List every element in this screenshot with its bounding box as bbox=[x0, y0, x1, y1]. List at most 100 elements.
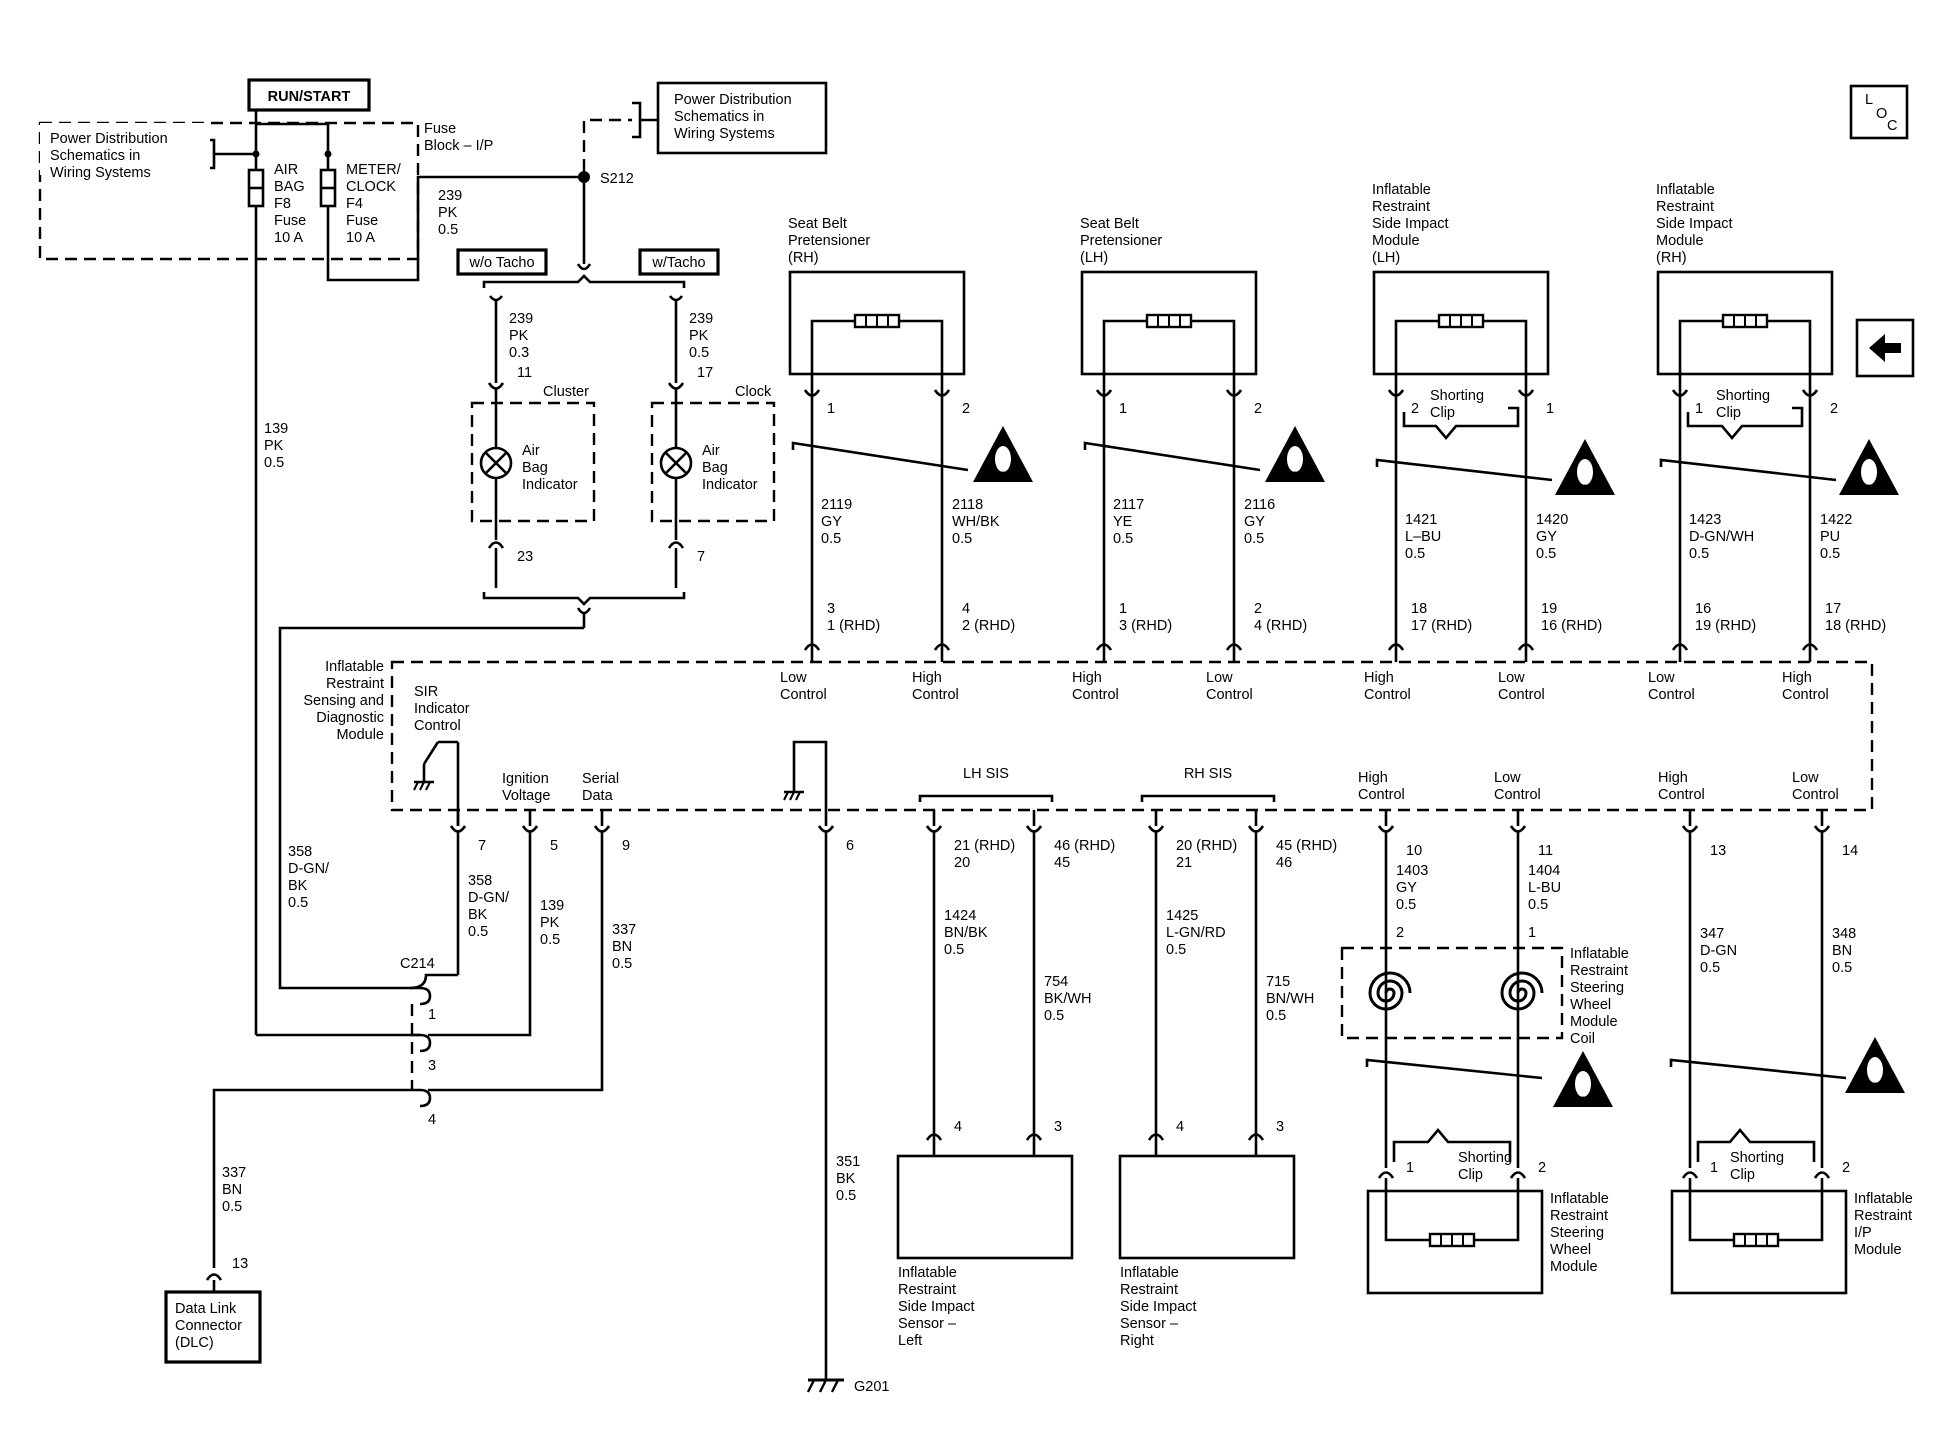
svg-text:0.5: 0.5 bbox=[288, 895, 308, 911]
svg-text:0.5: 0.5 bbox=[1536, 546, 1556, 562]
svg-text:Connector: Connector bbox=[175, 1318, 242, 1334]
pin-label: 1 bbox=[1406, 1160, 1414, 1176]
svg-text:Restraint: Restraint bbox=[326, 676, 384, 692]
wire-358-left: 358 D-GN/ BK 0.5 bbox=[288, 844, 330, 911]
pin-label: 4 bbox=[1176, 1119, 1184, 1135]
svg-text:Module: Module bbox=[1854, 1242, 1902, 1258]
svg-text:RH SIS: RH SIS bbox=[1184, 766, 1232, 782]
svg-text:GY: GY bbox=[1536, 529, 1557, 545]
svg-text:High: High bbox=[1782, 670, 1812, 686]
svg-text:BK/WH: BK/WH bbox=[1044, 991, 1092, 1007]
svg-text:Clip: Clip bbox=[1458, 1167, 1483, 1183]
svg-text:46: 46 bbox=[1276, 855, 1292, 871]
pin-label: 10 bbox=[1406, 843, 1422, 859]
warning-icon bbox=[1839, 439, 1899, 495]
sensing-diagnostic-module bbox=[390, 660, 1874, 812]
svg-text:High: High bbox=[1658, 770, 1688, 786]
svg-text:20: 20 bbox=[954, 855, 970, 871]
svg-text:0.3: 0.3 bbox=[509, 345, 529, 361]
svg-text:Module: Module bbox=[1550, 1259, 1598, 1275]
svg-text:0.5: 0.5 bbox=[1044, 1008, 1064, 1024]
pin-label: 3 bbox=[1054, 1119, 1062, 1135]
svg-text:19: 19 bbox=[1541, 601, 1557, 617]
g201-label: G201 bbox=[854, 1379, 889, 1395]
sdm-top-pin-3: 31 (RHD) bbox=[827, 601, 880, 634]
svg-text:PK: PK bbox=[689, 328, 709, 344]
svg-text:Module: Module bbox=[336, 727, 384, 743]
svg-text:F8: F8 bbox=[274, 196, 291, 212]
svg-text:Steering: Steering bbox=[1570, 980, 1624, 996]
svg-text:3 (RHD): 3 (RHD) bbox=[1119, 618, 1172, 634]
svg-text:Inflatable: Inflatable bbox=[325, 659, 384, 675]
svg-text:WH/BK: WH/BK bbox=[952, 514, 1000, 530]
svg-text:348: 348 bbox=[1832, 926, 1856, 942]
side-impact-sensor-left bbox=[896, 1154, 1074, 1260]
air-bag-indicator-icon-2 bbox=[659, 446, 693, 480]
sw-module-label: Inflatable Restraint Steering Wheel Modu… bbox=[1550, 1191, 1609, 1275]
svg-text:46 (RHD): 46 (RHD) bbox=[1054, 838, 1115, 854]
run-start-box bbox=[247, 78, 371, 112]
svg-text:Serial: Serial bbox=[582, 771, 619, 787]
svg-text:BK: BK bbox=[836, 1171, 856, 1187]
svg-text:0.5: 0.5 bbox=[1166, 942, 1186, 958]
svg-text:Indicator: Indicator bbox=[414, 701, 470, 717]
svg-text:Bag: Bag bbox=[522, 460, 548, 476]
pin-label: 1 bbox=[1119, 401, 1127, 417]
svg-text:PK: PK bbox=[540, 915, 560, 931]
pin-label: 1 bbox=[1710, 1160, 1718, 1176]
svg-text:358: 358 bbox=[468, 873, 492, 889]
svg-text:Indicator: Indicator bbox=[702, 477, 758, 493]
wire-337-dlc: 337 BN 0.5 bbox=[222, 1165, 246, 1215]
data-link-connector bbox=[164, 1290, 262, 1364]
svg-text:Fuse: Fuse bbox=[346, 213, 378, 229]
svg-text:Pretensioner: Pretensioner bbox=[788, 233, 870, 249]
svg-text:Voltage: Voltage bbox=[502, 788, 550, 804]
shorting-clip-ip: Shorting Clip bbox=[1730, 1150, 1784, 1183]
svg-text:18: 18 bbox=[1411, 601, 1427, 617]
svg-text:Fuse: Fuse bbox=[274, 213, 306, 229]
pin-label: 14 bbox=[1842, 843, 1858, 859]
svg-text:Seat Belt: Seat Belt bbox=[1080, 216, 1139, 232]
pin-label: 1 bbox=[428, 1007, 436, 1023]
svg-text:715: 715 bbox=[1266, 974, 1290, 990]
svg-text:Wheel: Wheel bbox=[1550, 1242, 1591, 1258]
shorting-clip-sim-rh: Shorting Clip bbox=[1716, 388, 1770, 421]
indicator-label-cluster: Air Bag Indicator bbox=[522, 443, 578, 493]
svg-text:0.5: 0.5 bbox=[438, 222, 458, 238]
sdm-top-pin-4: 42 (RHD) bbox=[962, 601, 1015, 634]
svg-text:0.5: 0.5 bbox=[468, 924, 488, 940]
svg-text:0.5: 0.5 bbox=[540, 932, 560, 948]
svg-text:Control: Control bbox=[1358, 787, 1405, 803]
svg-text:0.5: 0.5 bbox=[1832, 960, 1852, 976]
pin-label: 5 bbox=[550, 838, 558, 854]
pin-label: 1 bbox=[827, 401, 835, 417]
pin-17: 17 bbox=[697, 365, 713, 381]
shorting-clip-sim-lh: Shorting Clip bbox=[1430, 388, 1484, 421]
svg-text:BK: BK bbox=[288, 878, 308, 894]
svg-text:239: 239 bbox=[509, 311, 533, 327]
pin-label: 4 bbox=[428, 1112, 436, 1128]
svg-text:(LH): (LH) bbox=[1372, 250, 1400, 266]
svg-text:Control: Control bbox=[1648, 687, 1695, 703]
svg-text:754: 754 bbox=[1044, 974, 1068, 990]
sdm-label: Inflatable Restraint Sensing and Diagnos… bbox=[303, 659, 384, 743]
svg-text:L: L bbox=[1865, 92, 1873, 108]
wo-tacho-box bbox=[456, 248, 548, 276]
sir-switch-icon bbox=[413, 740, 460, 826]
svg-text:Control: Control bbox=[912, 687, 959, 703]
svg-text:Control: Control bbox=[1792, 787, 1839, 803]
ignition-voltage-label: Ignition Voltage bbox=[502, 771, 550, 804]
svg-text:18 (RHD): 18 (RHD) bbox=[1825, 618, 1886, 634]
